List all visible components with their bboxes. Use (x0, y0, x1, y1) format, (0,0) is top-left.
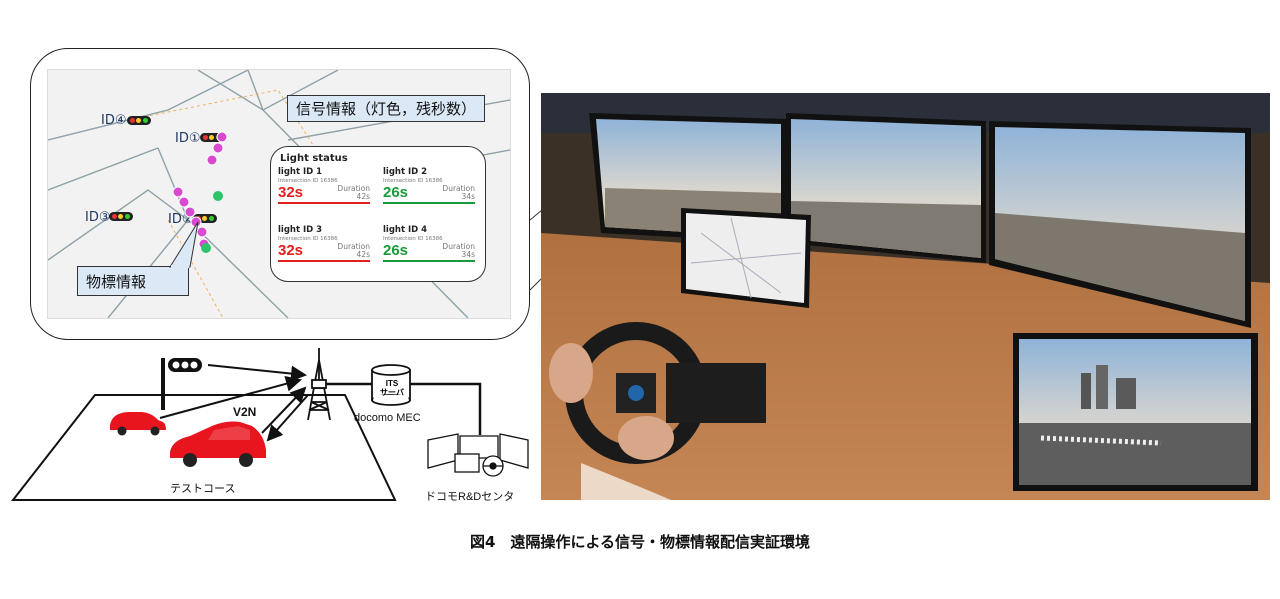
traffic-light-icon (109, 212, 133, 221)
light-status-cell: light ID 1 Intersection ID 16386 32s Dur… (278, 167, 370, 204)
light-id: light ID 2 (383, 167, 428, 177)
wheel-base (666, 363, 766, 423)
map-id4-label: ID④ (101, 113, 127, 128)
duration-value: 42s (356, 250, 370, 259)
remaining-seconds: 26s (383, 242, 409, 259)
light-status-title: Light status (280, 153, 348, 164)
inset-rear-view (1013, 333, 1258, 491)
signal-info-callout: 信号情報（灯色，残秒数） (287, 95, 486, 122)
duration-label: Duration (337, 184, 370, 193)
monitor-center (786, 113, 986, 263)
remaining-seconds: 26s (383, 184, 409, 201)
light-status-cell: light ID 2 Intersection ID 16386 26s Dur… (383, 167, 475, 204)
light-id: light ID 3 (278, 225, 323, 235)
v2n-label: V2N (233, 405, 257, 419)
small-car-icon (110, 412, 166, 436)
its-server-icon (371, 364, 411, 406)
intersection-id: Intersection ID 16386 (278, 178, 338, 184)
test-course-label: テストコース (170, 483, 236, 495)
remote-cockpit-icon (427, 433, 529, 477)
mec-label: docomo MEC (354, 412, 421, 424)
object-info-callout: 物標情報 (77, 266, 189, 296)
duration-value: 34s (461, 250, 475, 259)
object-markers (172, 131, 228, 253)
callout-pointer (169, 222, 199, 268)
intersection-id: Intersection ID 16386 (383, 236, 443, 242)
its-server-label: ITS サーバ (380, 379, 404, 397)
map-id1-label: ID① (175, 131, 201, 146)
light-id: light ID 4 (383, 225, 428, 235)
light-status-cell: light ID 4 Intersection ID 16386 26s Dur… (383, 225, 475, 262)
tablet (681, 208, 811, 308)
remaining-seconds: 32s (278, 184, 304, 201)
figure-caption: 図4 遠隔操作による信号・物標情報配信実証環境 (470, 533, 810, 551)
connector-lines (530, 209, 543, 291)
intersection-id: Intersection ID 16386 (278, 236, 338, 242)
duration-label: Duration (337, 242, 370, 251)
remaining-seconds: 32s (278, 242, 304, 259)
light-status-panel: Light status light ID 1 Intersection ID … (270, 146, 486, 282)
traffic-light-icon (127, 116, 151, 125)
light-status-cell: light ID 3 Intersection ID 16386 32s Dur… (278, 225, 370, 262)
intersection-id: Intersection ID 16386 (383, 178, 443, 184)
map-id3-label: ID③ (85, 210, 111, 225)
docomo-center-label: ドコモR&Dセンタ (425, 491, 515, 503)
monitor-right (989, 121, 1251, 328)
remote-cockpit-photo (541, 93, 1270, 500)
duration-label: Duration (442, 184, 475, 193)
left-hand (549, 343, 593, 403)
light-id: light ID 1 (278, 167, 323, 177)
photo-illustration (541, 93, 1270, 500)
right-hand (618, 416, 674, 460)
duration-value: 42s (356, 192, 370, 201)
large-car-icon (170, 421, 266, 467)
antenna-tower-icon (307, 348, 331, 421)
duration-label: Duration (442, 242, 475, 251)
system-diagram (10, 348, 529, 501)
duration-value: 34s (461, 192, 475, 201)
